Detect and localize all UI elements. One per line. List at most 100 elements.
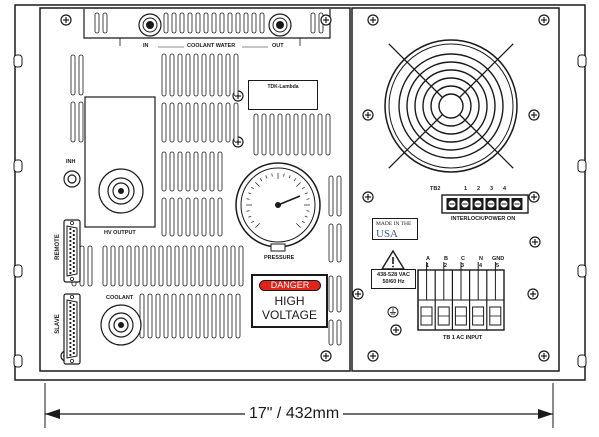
vent-slot <box>285 113 291 156</box>
ac-number-5: 5 <box>496 263 500 269</box>
vent-slot <box>217 102 223 143</box>
gauge-icon <box>235 162 321 252</box>
vent-slot <box>193 197 199 237</box>
vent-slot <box>118 245 124 287</box>
vent-slot <box>261 113 267 156</box>
remote-connector <box>63 219 81 283</box>
rack-slot-left <box>13 159 23 173</box>
vent-slot <box>195 12 201 34</box>
vent-slot <box>217 197 223 237</box>
vent-slot <box>190 245 196 287</box>
vent-slot <box>227 293 233 339</box>
nameplate: TDK-Lambda <box>248 80 318 110</box>
gauge-tick <box>259 178 263 182</box>
ac-number-4: 4 <box>479 263 483 269</box>
vent-slot <box>179 293 185 339</box>
screw-icon <box>538 350 550 362</box>
rack-slot-left <box>13 264 23 278</box>
ac-letter-b: B <box>444 256 448 262</box>
vent-slot <box>169 102 175 143</box>
vent-slot <box>198 245 204 287</box>
fan-ring <box>398 53 504 159</box>
dsub-pin <box>69 301 72 305</box>
dsub-pin <box>69 263 72 267</box>
dsub-pin <box>72 327 75 331</box>
fan-icon <box>384 39 518 174</box>
vent-slot <box>214 245 220 287</box>
vent-slot <box>328 275 334 313</box>
vent-slot <box>243 12 249 34</box>
fan-ring <box>406 61 496 151</box>
vent-slot <box>277 113 283 156</box>
gauge-tick <box>255 223 260 228</box>
screw-icon <box>320 350 332 362</box>
dsub-pin <box>72 257 75 261</box>
dsub-pin <box>69 329 72 333</box>
vent-slot <box>309 113 315 156</box>
danger-line-voltage: VOLTAGE <box>262 308 317 322</box>
dsub-pin <box>72 229 75 233</box>
width-dimension-label: 17" / 432mm <box>245 406 344 422</box>
vent-slot <box>185 151 191 192</box>
vent-slot <box>87 245 93 287</box>
vent-slot <box>161 53 167 97</box>
vent-slot <box>169 53 175 97</box>
fan-strut <box>459 114 514 169</box>
interlock-number-4: 4 <box>503 186 507 192</box>
dsub-pin <box>69 231 72 235</box>
gauge-hub <box>275 202 281 208</box>
dsub-pin <box>72 347 75 351</box>
fan-ring <box>422 77 480 135</box>
dsub-pin <box>72 245 75 249</box>
vent-slot <box>201 151 207 192</box>
dsub-pin <box>69 247 72 251</box>
tb2-label: TB2 <box>430 186 441 192</box>
dsub-pin <box>69 349 72 353</box>
dsub-screw <box>70 220 75 225</box>
pressure-label: PRESSURE <box>264 255 295 261</box>
screw-icon <box>320 14 332 26</box>
gauge-tick <box>293 178 297 182</box>
screw-icon <box>367 350 379 362</box>
vent-slot <box>187 293 193 339</box>
frequency-line: 50/60 Hz <box>382 279 405 285</box>
vent-slot <box>269 113 275 156</box>
screw-icon <box>362 109 374 121</box>
vent-slot <box>251 12 257 34</box>
screw-icon <box>352 288 364 300</box>
dsub-pin <box>72 343 75 347</box>
dsub-pin <box>69 259 72 263</box>
dsub-screw <box>70 294 75 299</box>
vent-slot <box>227 12 233 34</box>
dsub-pin <box>72 319 75 323</box>
vent-slot <box>193 151 199 192</box>
coolant-bracket-legs <box>84 37 330 46</box>
interlock-terminal-block <box>441 194 529 214</box>
vent-slot <box>70 54 76 96</box>
vent-slot <box>171 293 177 339</box>
vent-slot <box>253 113 259 156</box>
screw-icon <box>528 109 540 121</box>
dsub-screw <box>70 358 75 363</box>
vent-slot <box>147 293 153 339</box>
dsub-screw <box>70 276 75 281</box>
vent-slot <box>209 151 215 192</box>
screw-icon <box>529 236 541 248</box>
made-in-label: MADE IN THE <box>376 221 412 227</box>
vent-slot <box>328 223 334 263</box>
vent-slot <box>203 293 209 339</box>
screw-icon <box>60 14 72 26</box>
ac-input-label: TB 1 AC INPUT <box>443 335 483 341</box>
dsub-pin <box>69 305 72 309</box>
coolant-in-label: IN <box>143 43 149 49</box>
vent-slot <box>158 245 164 287</box>
dsub-pin <box>72 307 75 311</box>
fan-hub <box>438 93 464 119</box>
dsub-pin <box>69 251 72 255</box>
ac-number-3: 3 <box>461 263 465 269</box>
interlock-number-3: 3 <box>490 186 494 192</box>
vent-slot <box>177 151 183 192</box>
dsub-pin <box>72 265 75 269</box>
